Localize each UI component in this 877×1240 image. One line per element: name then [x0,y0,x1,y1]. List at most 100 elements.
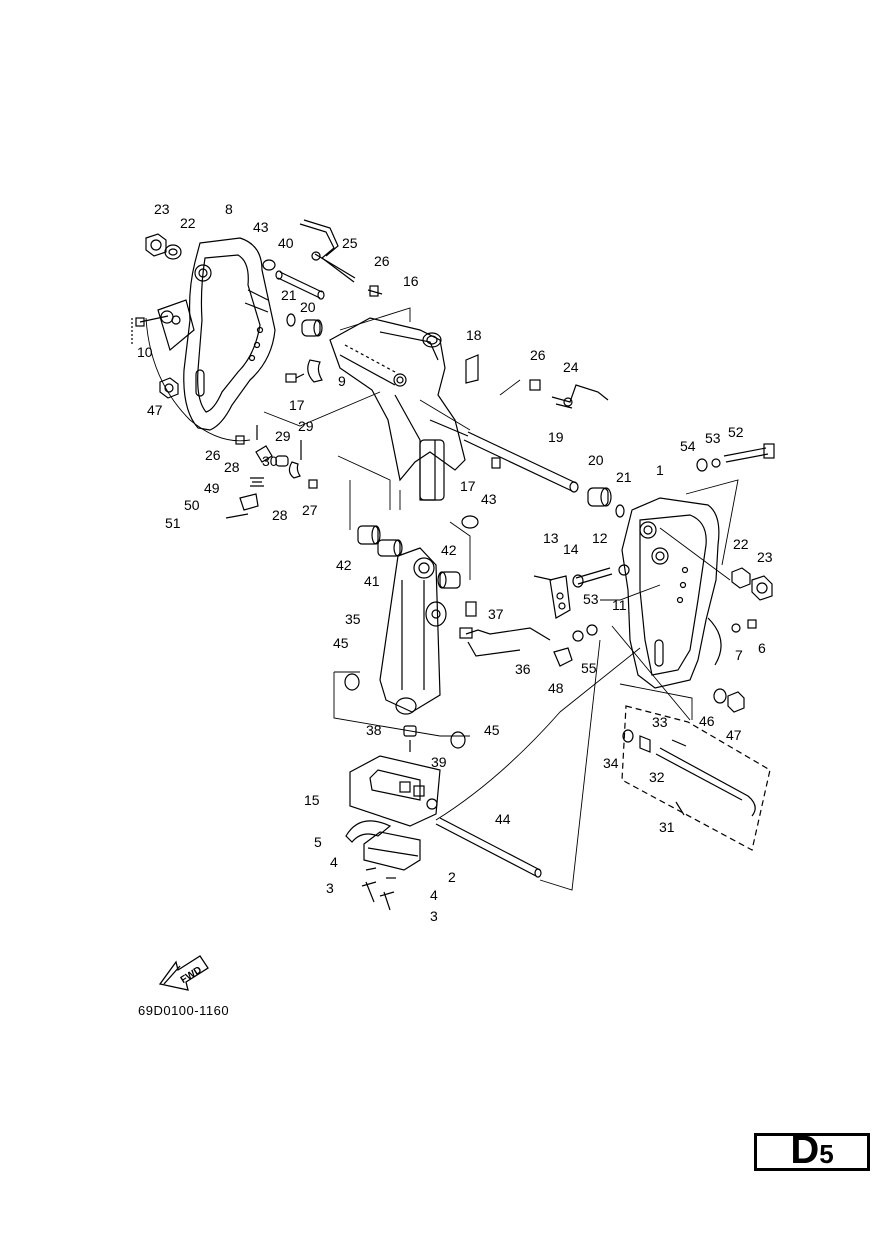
part-label-43: 43 [481,491,497,507]
spring-49 [250,477,264,487]
part-label-35: 35 [345,611,361,627]
part-label-49: 49 [204,480,220,496]
part-label-23: 23 [154,201,170,217]
washer-4-left [365,867,377,871]
lever-36 [459,627,551,657]
bushing-20-right [587,487,612,507]
part-label-26: 26 [205,447,221,463]
part-label-33: 33 [652,714,668,730]
nut-47-left [159,377,179,399]
part-label-7: 7 [735,647,743,663]
cap-48 [553,647,573,667]
part-label-30: 30 [262,453,278,469]
washer-53-lower [586,624,598,636]
part-label-23: 23 [757,549,773,565]
part-label-42: 42 [336,557,352,573]
washer-21-top [286,313,296,327]
part-label-26: 26 [374,253,390,269]
part-label-39: 39 [431,754,447,770]
part-label-18: 18 [466,327,482,343]
bushing-41 [377,539,403,557]
bolt-6 [747,619,757,629]
part-label-17: 17 [460,478,476,494]
rod-44 [435,817,542,878]
part-label-15: 15 [304,792,320,808]
part-label-9: 9 [338,373,346,389]
clip-9 [307,359,323,383]
part-label-3: 3 [326,880,334,896]
part-label-54: 54 [680,438,696,454]
bolt-12 [572,567,613,588]
part-label-52: 52 [728,424,744,440]
part-label-36: 36 [515,661,531,677]
part-label-21: 21 [616,469,632,485]
washer-55 [572,630,584,642]
tilt-shaft-19 [429,419,579,493]
pin-33 [671,739,687,747]
part-label-42: 42 [441,542,457,558]
bolt-51 [225,513,249,519]
bolt-37 [465,601,477,617]
bolt-3-right [379,891,395,911]
tilt-tube-35 [379,547,447,715]
part-label-3: 3 [430,908,438,924]
washer-54 [696,458,708,472]
part-label-26: 26 [530,347,546,363]
part-label-53: 53 [705,430,721,446]
grease-nipple-17-left [285,373,305,383]
part-label-47: 47 [726,727,742,743]
mount-block-15 [349,755,441,827]
ring-43-top [262,259,276,271]
spring-34 [622,729,634,743]
washer-22-right [731,567,751,589]
part-label-37: 37 [488,606,504,622]
part-label-13: 13 [543,530,559,546]
grease-nipple-27 [308,479,318,489]
page-id-box: D 5 [754,1128,870,1172]
grease-nipple-17-mid [491,457,501,469]
nut-23-top-left [145,233,167,257]
washer-45-right [450,731,466,749]
clip-28-top [255,445,273,463]
rod-40 [275,270,325,300]
bolt-13 [533,575,553,581]
swivel-bracket-16 [329,317,466,501]
rod-31 [655,747,756,817]
bushing-42-right [437,571,461,589]
grease-nipple-26-top [367,285,383,297]
spacer-30 [275,455,289,467]
page-id-letter: D [790,1128,820,1172]
part-label-32: 32 [649,769,665,785]
part-label-44: 44 [495,811,511,827]
part-label-1: 1 [656,462,664,478]
bolt-3-left [361,881,377,903]
part-label-48: 48 [548,680,564,696]
grease-nipple-26-left [235,435,245,445]
plate-14 [549,575,571,619]
nut-47-right [727,691,745,713]
washer-7 [731,623,741,633]
part-label-4: 4 [430,887,438,903]
washer-21-right [615,504,625,518]
part-label-41: 41 [364,573,380,589]
part-label-27: 27 [302,502,318,518]
part-label-38: 38 [366,722,382,738]
part-label-24: 24 [563,359,579,375]
page-id-number: 5 [819,1139,834,1169]
clamp-bracket-right [621,497,722,689]
part-label-11: 11 [612,597,627,613]
part-label-29: 29 [275,428,291,444]
part-label-31: 31 [659,819,675,835]
reference-code: 69D0100-1160 [138,1003,230,1018]
part-label-25: 25 [342,235,358,251]
part-label-40: 40 [278,235,294,251]
washer-45-left [344,673,360,691]
plate-32 [639,735,651,753]
part-label-43: 43 [253,219,269,235]
washer-11 [618,564,630,576]
part-label-34: 34 [603,755,619,771]
part-label-47: 47 [147,402,163,418]
label-plate-18 [465,354,479,384]
part-label-28: 28 [272,507,288,523]
